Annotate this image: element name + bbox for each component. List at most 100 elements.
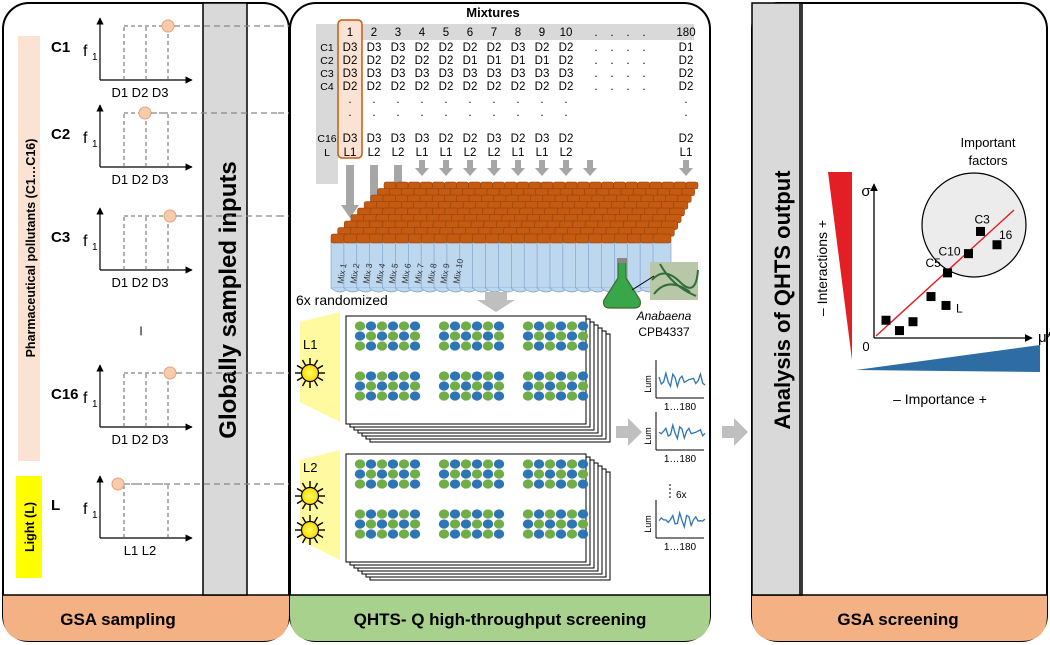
well (471, 529, 483, 539)
y-axis-subscript: 1 (92, 52, 98, 63)
tube (685, 181, 699, 190)
table-cell: L1 (536, 147, 549, 159)
tube-cap (425, 188, 440, 196)
column-header: 3 (395, 27, 401, 39)
tubes-to-plates-arrow (477, 292, 515, 312)
tube (528, 181, 542, 190)
row-label: C16 (317, 133, 336, 145)
table-cell: D2 (343, 55, 358, 67)
table-cell: D2 (415, 81, 430, 93)
table-cell: L2 (368, 147, 381, 159)
x-tick-labels: L1 L2 (124, 543, 157, 558)
table-title: Mixtures (466, 5, 519, 20)
table-cell: . (594, 42, 597, 54)
well (409, 371, 421, 381)
table-cell: . (468, 94, 471, 106)
sun-core (300, 520, 320, 540)
well (409, 509, 421, 519)
well (398, 519, 410, 529)
well (493, 321, 505, 331)
well (533, 331, 545, 341)
table-cell: D2 (511, 133, 526, 145)
table-cell: . (348, 94, 351, 106)
tube-label: Mix 2 (348, 262, 361, 284)
table-cell: . (396, 107, 399, 119)
well (482, 469, 494, 479)
table-header-bg (316, 24, 694, 40)
well (522, 371, 534, 381)
table-cell: D2 (415, 42, 430, 54)
table-cell: L2 (560, 147, 573, 159)
well (522, 391, 534, 401)
repeat-label: 6x (676, 490, 687, 501)
well (493, 529, 505, 539)
tube (584, 188, 598, 196)
table-cell: . (642, 42, 645, 54)
factor-label: C16 (51, 386, 79, 403)
small-down-arrow (487, 160, 501, 176)
randomized-label: 6x randomized (296, 292, 388, 308)
tube (625, 181, 638, 190)
well (449, 391, 461, 401)
well (398, 469, 410, 479)
tube-cap (462, 188, 476, 196)
table-cell: D1 (463, 55, 478, 67)
scatter-point (992, 240, 1002, 250)
table-cell: D1 (487, 55, 502, 67)
small-down-arrow (415, 160, 429, 176)
well (533, 381, 545, 391)
tube (589, 181, 602, 190)
table-cell: D2 (559, 55, 574, 67)
well (438, 341, 450, 351)
tube (480, 181, 493, 190)
well (438, 519, 450, 529)
table-cell: D2 (679, 55, 694, 67)
well (471, 479, 483, 489)
tube-cap (620, 188, 634, 196)
tube (661, 181, 675, 190)
well (409, 469, 421, 479)
column-header: . (642, 27, 645, 39)
well (522, 529, 534, 539)
mini-signal (658, 370, 706, 389)
well (482, 331, 494, 341)
tube-cap (444, 181, 457, 190)
tube (547, 188, 561, 196)
tube (425, 188, 440, 196)
sun-ray (301, 380, 307, 387)
sun-ray (301, 359, 307, 366)
well (555, 331, 567, 341)
table-cell: D2 (559, 42, 574, 54)
table-cell: D2 (439, 81, 454, 93)
column-header: . (594, 27, 597, 39)
globally-sampled-title: Globally sampled inputs (215, 161, 242, 438)
well (566, 391, 578, 401)
light-band (16, 476, 42, 578)
sun-icon (295, 358, 325, 388)
middle-footer-band (290, 595, 710, 641)
tube-cap (486, 188, 500, 196)
well (409, 459, 421, 469)
table-cell: L1 (440, 147, 453, 159)
tube (637, 181, 650, 190)
sample-marker (163, 209, 177, 223)
y-axis-caption: – Interactions + (814, 220, 830, 316)
interactions-wedge (828, 172, 852, 360)
well (544, 321, 556, 331)
well (409, 321, 421, 331)
tube (564, 181, 578, 190)
tube-cap (559, 188, 574, 196)
well (555, 509, 567, 519)
well (544, 479, 556, 489)
factor-label: C3 (51, 229, 70, 246)
small-down-arrow (679, 160, 693, 176)
well (533, 509, 545, 519)
tube (504, 181, 518, 190)
well (522, 469, 534, 479)
well (544, 341, 556, 351)
well (471, 391, 483, 401)
well (438, 509, 450, 519)
tube (669, 188, 683, 196)
